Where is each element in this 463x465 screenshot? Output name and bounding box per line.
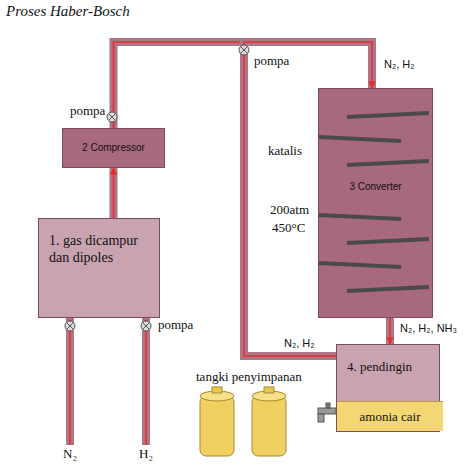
catalyst-plate — [319, 263, 401, 267]
catalyst-plates — [319, 89, 429, 317]
pipe — [110, 168, 118, 218]
pressure-label: 200atm — [270, 203, 309, 217]
input-pipe — [142, 318, 150, 445]
part-label: tangki penyimpanan — [196, 370, 302, 384]
node-text: 2 Compressor — [63, 142, 164, 154]
converter-box: 3 Converter — [318, 88, 433, 318]
catalyst-plate — [319, 215, 401, 219]
flow-label: N₂, H₂ — [282, 337, 317, 350]
part-label: katalis — [268, 144, 302, 158]
temperature-label: 450°C — [272, 221, 305, 235]
mixing-box: 1. gas dicampur dan dipoles — [38, 218, 160, 318]
input-label: H₂ — [139, 447, 153, 461]
pump-symbol — [239, 45, 249, 55]
liquid-ammonia-band: amonia cair — [337, 401, 443, 431]
catalyst-plate — [319, 137, 401, 141]
flow-arrow — [113, 168, 115, 218]
catalyst-plate — [347, 113, 429, 117]
pump-label: pompa — [70, 104, 105, 118]
node-text: amonia cair — [337, 409, 443, 425]
node-text: 4. pendingin — [347, 359, 435, 375]
node-text: 3 Converter — [319, 181, 432, 193]
catalyst-plate — [347, 287, 429, 291]
cooler-box: amonia cair 4. pendingin — [336, 344, 440, 432]
pump-symbol — [107, 112, 117, 122]
tap-symbol — [318, 403, 336, 422]
pipe — [386, 318, 394, 344]
pipe-connector — [113, 168, 114, 218]
title: Proses Haber-Bosch — [6, 3, 130, 20]
flow-label: N₂, H₂, NH₃ — [398, 322, 459, 335]
flow-arrow — [69, 320, 71, 445]
storage-tank — [252, 387, 286, 456]
catalyst-plate — [347, 239, 429, 243]
flow-label: N₂, H₂ — [382, 58, 417, 71]
flow-arrow — [389, 318, 391, 344]
storage-tank — [200, 387, 234, 456]
catalyst-plate — [347, 161, 429, 165]
compressor-box: 2 Compressor — [62, 128, 165, 168]
node-text: 1. gas dicampur dan dipoles — [49, 233, 153, 267]
pump-symbol — [65, 321, 75, 331]
input-label: N₂ — [63, 447, 77, 461]
pipe-connector — [390, 318, 391, 344]
input-pipe — [66, 318, 74, 445]
flow-arrow — [145, 320, 147, 445]
pump-label: pompa — [254, 54, 289, 68]
pump-label: pompa — [158, 318, 193, 332]
pump-symbol — [141, 321, 151, 331]
